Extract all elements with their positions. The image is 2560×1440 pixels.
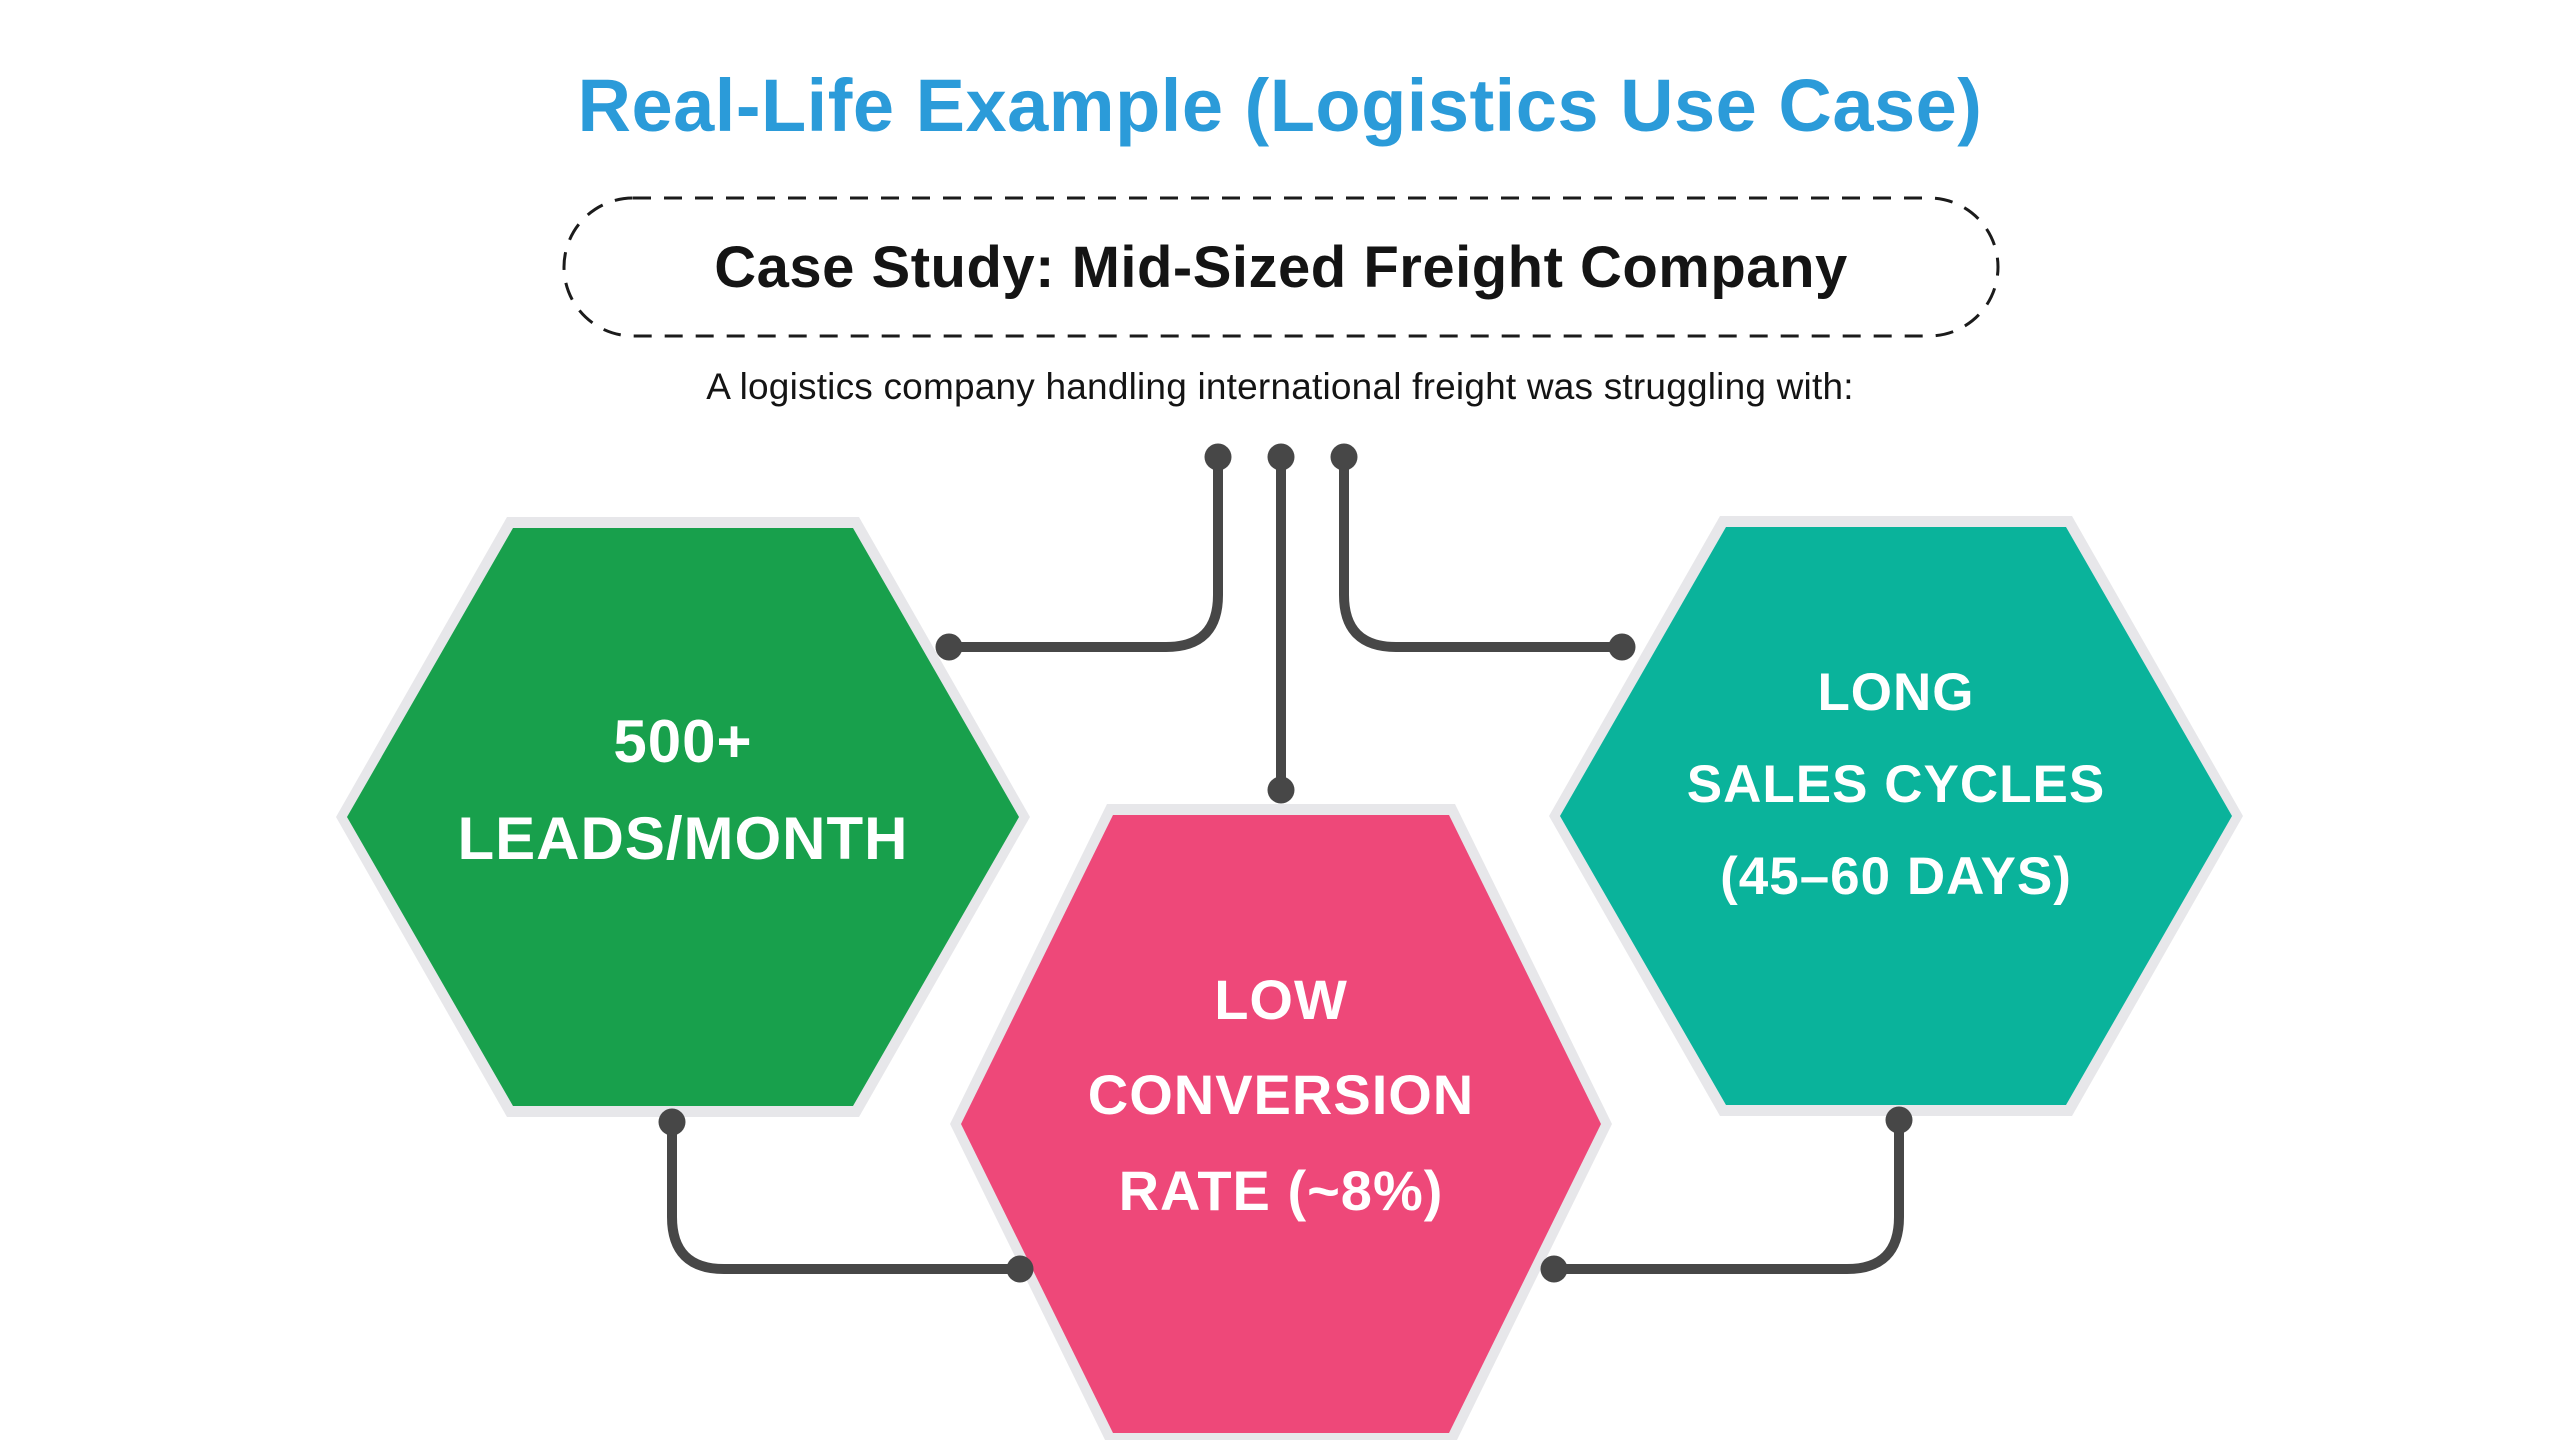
hexagon-conversion-line: RATE (~8%)	[1118, 1158, 1444, 1222]
hexagon-cycles-line: (45–60 DAYS)	[1720, 847, 2072, 907]
connector-line-5	[1549, 1115, 1904, 1274]
connector-dot	[935, 633, 963, 661]
hexagon-leads-per-month	[347, 528, 1019, 1106]
connector-dot	[1330, 443, 1358, 471]
hexagon-cycles-line: LONG	[1817, 662, 1975, 722]
hexagon-leads-line: LEADS/MONTH	[457, 805, 909, 872]
hexagon-long-sales-cycles	[1560, 527, 2232, 1105]
hexagon-label-low-conversion: LOW CONVERSION RATE (~8%)	[981, 935, 1581, 1255]
hexagon-conversion-line: CONVERSION	[1087, 1063, 1475, 1127]
connector-dot	[658, 1108, 686, 1136]
connector-dot	[1540, 1255, 1568, 1283]
hexagon-leads-line: 500+	[613, 707, 753, 775]
hexagon-label-leads-per-month: 500+ LEADS/MONTH	[383, 630, 983, 950]
connector-dot	[1204, 443, 1232, 471]
connector-dot	[1608, 633, 1636, 661]
page-title: Real-Life Example (Logistics Use Case)	[577, 64, 1983, 147]
case-study-dashed-border	[562, 196, 2000, 338]
hexagon-low-conversion-rate	[961, 815, 1601, 1433]
connector-dot	[1006, 1255, 1034, 1283]
hexagon-conversion-line: LOW	[1214, 968, 1348, 1032]
connector-line-4	[667, 1117, 1025, 1274]
hexagon-label-sales-cycles: LONG SALES CYCLES (45–60 DAYS)	[1596, 625, 2196, 945]
connector-dot	[1267, 776, 1295, 804]
case-study-box: Case Study: Mid-Sized Freight Company	[564, 198, 1998, 336]
connector-dot	[1885, 1106, 1913, 1134]
case-study-label: Case Study: Mid-Sized Freight Company	[714, 234, 1848, 300]
connector-line-1	[944, 452, 1223, 652]
connector-dot	[1267, 443, 1295, 471]
connector-line-3	[1339, 452, 1627, 652]
subtitle-text: A logistics company handling internation…	[706, 366, 1854, 407]
hexagon-cycles-line: SALES CYCLES	[1686, 754, 2106, 814]
